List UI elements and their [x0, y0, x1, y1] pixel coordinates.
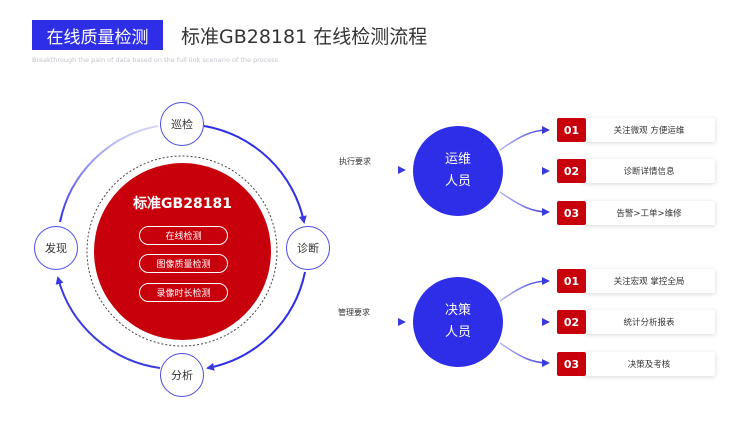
mgmt-item-number: 03: [557, 352, 586, 376]
role-mgmt-line2: 人员: [444, 325, 471, 340]
ops-fan: [499, 126, 550, 216]
core-title: 标准GB28181: [133, 196, 232, 212]
core-pill-image-quality: 图像质量检测: [139, 254, 228, 273]
cycle-node-diagnose: 诊断: [286, 226, 330, 270]
cycle-ring: [55, 125, 307, 371]
ring-bottom-left: [55, 276, 161, 369]
mgmt-item-text: 关注宏观 掌控全局: [583, 269, 715, 293]
mgmt-request-label: 管理要求: [338, 308, 370, 317]
cycle-node-analyze: 分析: [160, 353, 204, 397]
ops-item-number: 01: [557, 118, 586, 142]
mgmt-item: 统计分析报表 02: [557, 310, 715, 334]
header-tag: 在线质量检测: [32, 20, 163, 50]
mgmt-item-number: 01: [557, 269, 586, 293]
ops-item-text: 关注微观 方便运维: [583, 118, 715, 142]
page-title: 标准GB28181 在线检测流程: [181, 26, 428, 48]
ring-bottom-right: [206, 271, 306, 371]
page-subtitle: Breakthrough the pain of data based on t…: [32, 56, 279, 64]
ops-item-number: 02: [557, 159, 586, 183]
mgmt-item-number: 02: [557, 310, 586, 334]
core-dashed-ring: [86, 155, 278, 347]
mgmt-item: 关注宏观 掌控全局 01: [557, 269, 715, 293]
mgmt-item-text: 决策及考核: [583, 352, 715, 376]
ops-item-text: 告警>工单>维修: [583, 201, 715, 225]
core-pill-record-duration: 录像时长检测: [139, 283, 228, 302]
role-mgmt-line1: 决策: [444, 303, 471, 318]
role-ops-line1: 运维: [444, 152, 471, 167]
role-ops: 运维 人员: [413, 126, 503, 216]
role-ops-line2: 人员: [444, 174, 471, 189]
ops-item-text: 诊断详情信息: [583, 159, 715, 183]
role-mgmt: 决策 人员: [413, 277, 503, 367]
cycle-node-inspect: 巡检: [160, 102, 204, 146]
core-circle: 标准GB28181 在线检测 图像质量检测 录像时长检测: [94, 163, 271, 340]
ring-top-left: [59, 125, 159, 223]
ops-request-label: 执行要求: [339, 157, 371, 166]
mgmt-item-text: 统计分析报表: [583, 310, 715, 334]
cycle-node-discover: 发现: [34, 226, 78, 270]
ops-item: 关注微观 方便运维 01: [557, 118, 715, 142]
core-pill-online-check: 在线检测: [139, 226, 228, 245]
ops-item: 告警>工单>维修 03: [557, 201, 715, 225]
ops-item: 诊断详情信息 02: [557, 159, 715, 183]
ops-item-number: 03: [557, 201, 586, 225]
mgmt-item: 决策及考核 03: [557, 352, 715, 376]
ring-top-right: [203, 125, 307, 224]
mgmt-fan: [499, 277, 550, 367]
